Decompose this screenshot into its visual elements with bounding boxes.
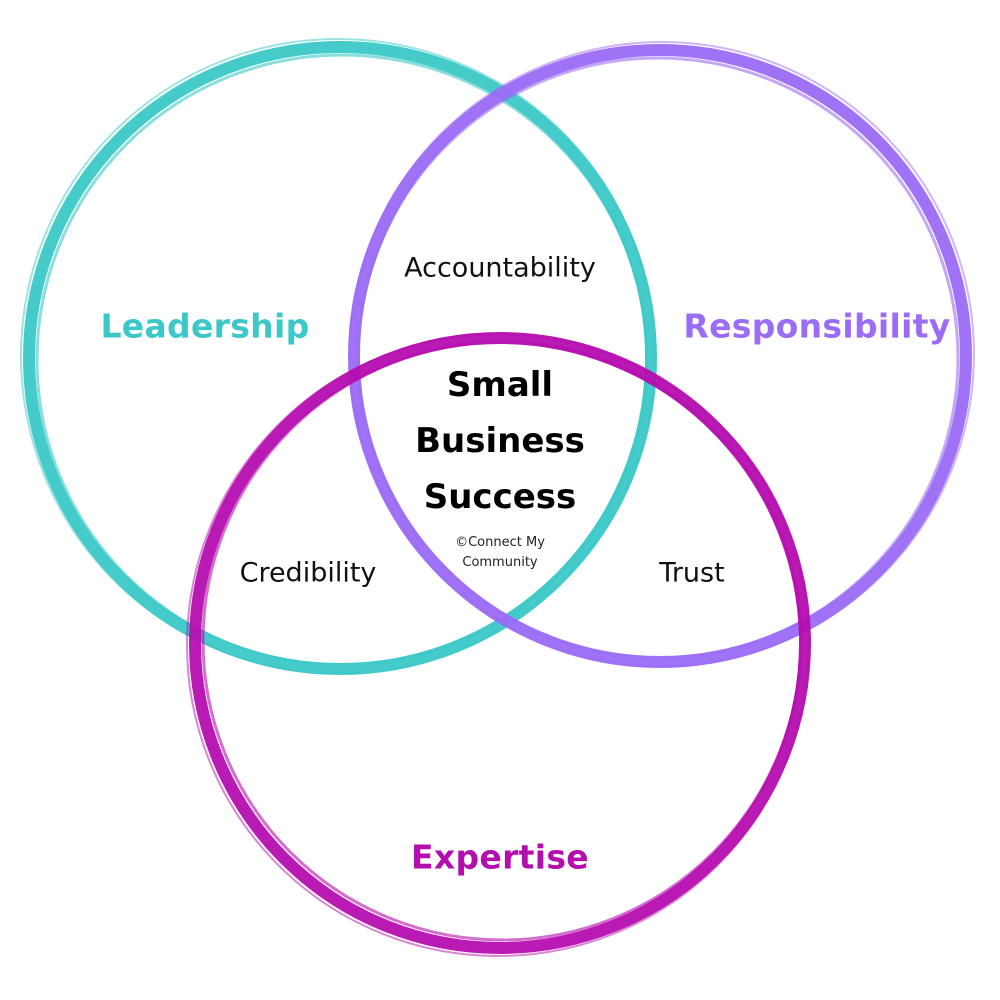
overlap-label-accountability: Accountability xyxy=(404,252,596,284)
copyright-credit: ©Connect My Community xyxy=(455,533,545,573)
overlap-label-credibility: Credibility xyxy=(239,557,377,589)
center-title-line: Business xyxy=(415,421,585,461)
set-label-responsibility: Responsibility xyxy=(683,306,951,346)
overlap-label-trust: Trust xyxy=(659,557,725,589)
credit-line: Community xyxy=(462,555,538,570)
expertise-circle xyxy=(186,332,811,957)
center-title-line: Success xyxy=(423,477,577,517)
set-label-leadership: Leadership xyxy=(100,306,310,346)
center-title-line: Small xyxy=(446,365,554,405)
credit-line: ©Connect My xyxy=(455,535,545,550)
responsibility-circle xyxy=(348,41,975,668)
set-label-expertise: Expertise xyxy=(411,837,589,877)
leadership-circle xyxy=(20,38,657,675)
center-title: Small Business Success xyxy=(415,357,585,525)
